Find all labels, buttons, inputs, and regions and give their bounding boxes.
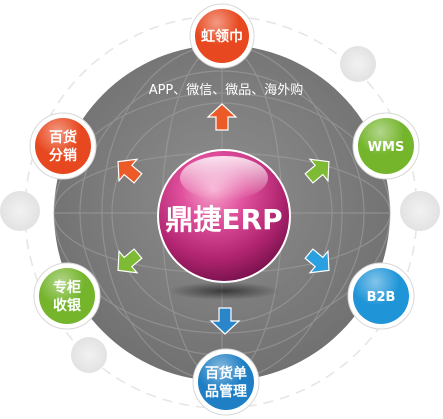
ghost-circle-right (400, 191, 440, 231)
node-department-distribution-line2: 分销 (49, 147, 77, 164)
node-wms-label: WMS (368, 140, 405, 155)
arrow-down-right-icon (304, 248, 330, 274)
ghost-circle-left (0, 191, 40, 231)
ghost-circle-top-right (340, 46, 376, 82)
node-single-item-management-line1: 百货单 (205, 365, 247, 382)
channels-subtitle: APP、微信、微品、海外购 (149, 82, 304, 98)
arrow-up-icon (206, 103, 238, 131)
node-wms[interactable]: WMS (352, 112, 420, 180)
node-b2b-label: B2B (367, 290, 396, 305)
node-department-distribution[interactable]: 百货 分销 (29, 112, 97, 180)
arrow-down-left-icon (117, 248, 143, 274)
node-hongling[interactable]: 虹领巾 (189, 3, 255, 69)
center-sphere: 鼎捷ERP (157, 149, 291, 283)
center-label: 鼎捷ERP (165, 203, 282, 236)
node-counter-checkout-line2: 收银 (53, 297, 82, 314)
arrow-up-left-icon (117, 158, 143, 184)
center-sphere-shadow (168, 282, 280, 300)
node-b2b[interactable]: B2B (347, 262, 415, 330)
node-department-distribution-line1: 百货 (49, 129, 77, 146)
node-counter-checkout[interactable]: 专柜 收银 (33, 262, 101, 330)
node-single-item-management[interactable]: 百货单 品管理 (192, 348, 260, 416)
arrow-down-icon (209, 307, 241, 335)
node-hongling-label: 虹领巾 (201, 28, 243, 45)
node-counter-checkout-line1: 专柜 (53, 279, 81, 296)
arrow-up-right-icon (304, 158, 330, 184)
node-single-item-management-line2: 品管理 (205, 383, 247, 400)
ghost-circle-bottom-left (71, 337, 107, 373)
